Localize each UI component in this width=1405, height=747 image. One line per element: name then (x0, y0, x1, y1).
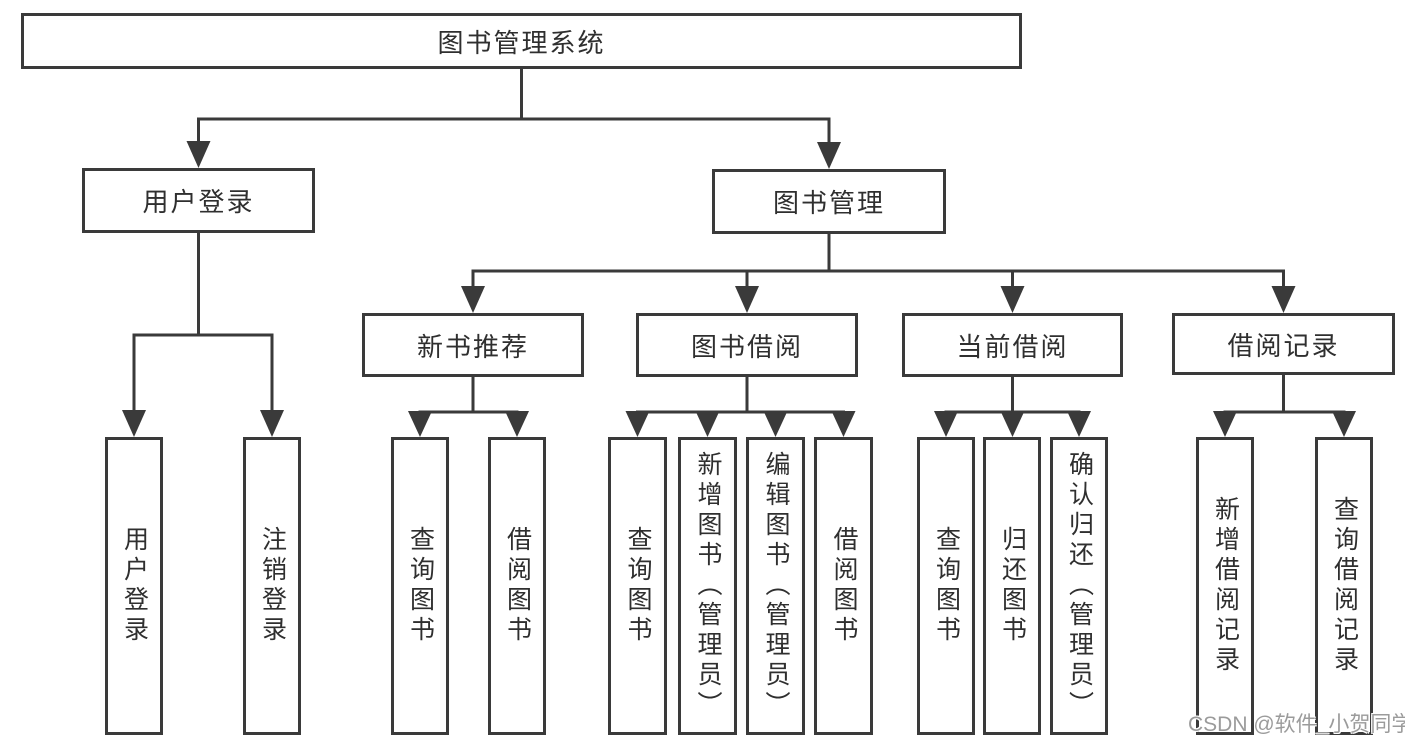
leaf-query-books-borrow: 查询图书 (608, 437, 667, 735)
node-book-management: 图书管理 (712, 169, 946, 234)
leaf-borrow-books: 借阅图书 (814, 437, 873, 735)
node-borrow-records: 借阅记录 (1172, 313, 1395, 375)
node-root: 图书管理系统 (21, 13, 1022, 69)
node-current-borrow-label: 当前借阅 (956, 331, 1069, 362)
node-new-book-recommend: 新书推荐 (362, 313, 584, 377)
leaf-confirm-return-admin: 确认归还（管理员） (1050, 437, 1108, 735)
leaf-query-books-current: 查询图书 (917, 437, 975, 735)
leaf-user-login: 用户登录 (105, 437, 163, 735)
node-user-login: 用户登录 (82, 168, 315, 233)
leaf-return-book: 归还图书 (983, 437, 1041, 735)
leaf-borrow-books-recommend: 借阅图书 (488, 437, 546, 735)
leaf-query-borrow-record: 查询借阅记录 (1315, 437, 1373, 735)
node-user-login-label: 用户登录 (142, 187, 255, 217)
node-book-borrow: 图书借阅 (636, 313, 858, 377)
watermark: CSDN @软件_小贺同学 (1188, 713, 1405, 736)
leaf-add-book-admin: 新增图书（管理员） (678, 437, 737, 735)
leaf-query-books-recommend: 查询图书 (391, 437, 449, 735)
leaf-logout: 注销登录 (243, 437, 301, 735)
node-borrow-records-label: 借阅记录 (1227, 330, 1340, 361)
arrowheads (122, 141, 1356, 437)
node-book-management-label: 图书管理 (772, 188, 885, 218)
node-new-book-recommend-label: 新书推荐 (416, 331, 529, 362)
node-root-label: 图书管理系统 (437, 27, 606, 58)
node-book-borrow-label: 图书借阅 (690, 331, 803, 362)
node-current-borrow: 当前借阅 (902, 313, 1123, 377)
leaf-edit-book-admin: 编辑图书（管理员） (746, 437, 805, 735)
leaf-add-borrow-record: 新增借阅记录 (1196, 437, 1254, 735)
